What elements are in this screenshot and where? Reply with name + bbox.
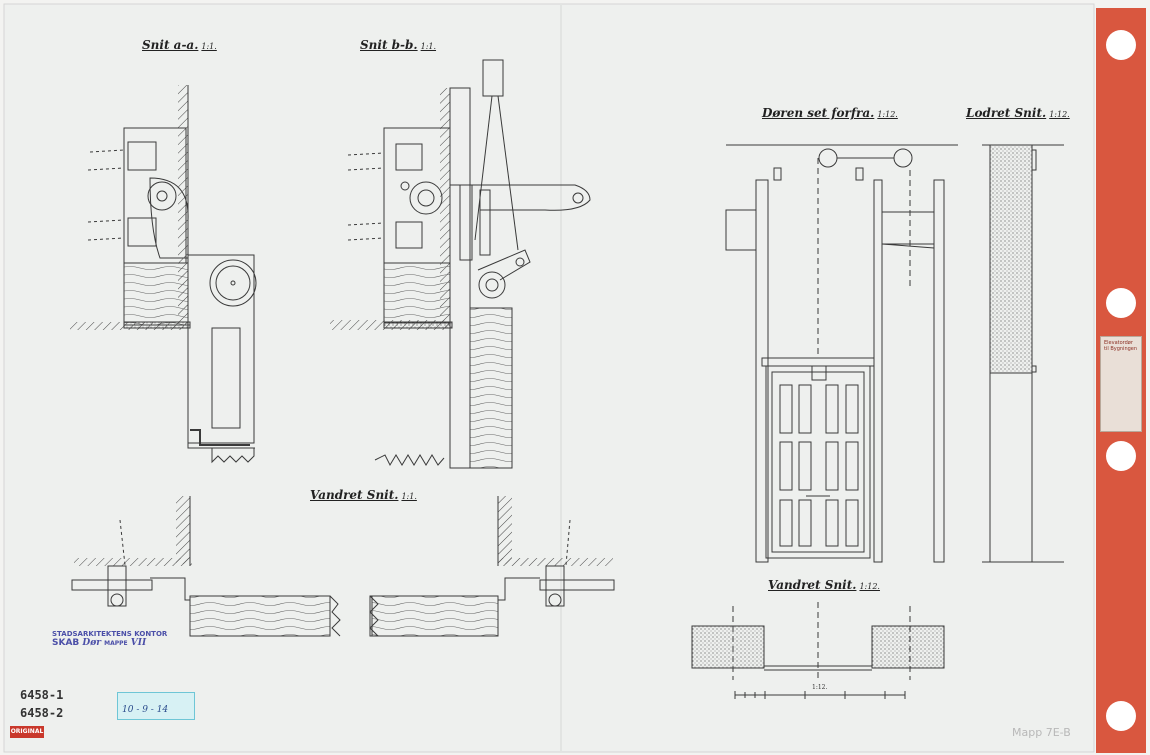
binding-hole-2 (1106, 288, 1136, 318)
scale-bar-label: 1:12. (812, 684, 828, 691)
original-label: ORIGINAL (10, 726, 44, 738)
lodret-snit-drawing (982, 144, 1064, 563)
binding-tab-label: Elevatordør til Bygningen (1100, 336, 1142, 432)
pencil-note: Mapp 7E-B (1012, 726, 1071, 739)
title-lodret-snit: Lodret Snit.1:12. (966, 106, 1070, 120)
snit-bb-drawing (330, 59, 591, 469)
binding-hole-4 (1106, 701, 1136, 731)
date-stamp: 10 - 9 - 14 (117, 692, 195, 720)
archive-stamp-mappe-no: VII (130, 638, 147, 648)
vandret-snit-1-1-drawing (71, 496, 615, 637)
snit-aa-drawing (70, 85, 257, 464)
date-stamp-value: 10 - 9 - 14 (122, 705, 169, 715)
archive-stamp-skab: SKAB (52, 638, 80, 648)
archive-stamp-office: STADSARKITEKTENS KONTOR (52, 630, 168, 638)
door-front-view-drawing (725, 144, 958, 563)
archive-stamp-dor: Dør (82, 638, 101, 648)
vandret-snit-1-12-drawing (691, 602, 945, 699)
title-snit-aa: Snit a-a.1:1. (142, 38, 217, 52)
title-vandret-snit-1-1: Vandret Snit.1:1. (310, 488, 417, 502)
title-snit-bb: Snit b-b.1:1. (360, 38, 437, 52)
drawing-number-1: 6458-1 (20, 688, 64, 702)
binding-hole-1 (1106, 30, 1136, 60)
binding-hole-3 (1106, 441, 1136, 471)
archive-stamp-mappe: MAPPE (104, 640, 128, 647)
title-doren-set-forfra: Døren set forfra.1:12. (762, 106, 898, 120)
archive-stamp: STADSARKITEKTENS KONTOR SKAB Dør MAPPE V… (52, 630, 167, 648)
binding-tab-label-text: Elevatordør til Bygningen (1104, 340, 1138, 352)
drawing-number-2: 6458-2 (20, 706, 64, 720)
title-vandret-snit-1-12: Vandret Snit.1:12. (768, 578, 880, 592)
